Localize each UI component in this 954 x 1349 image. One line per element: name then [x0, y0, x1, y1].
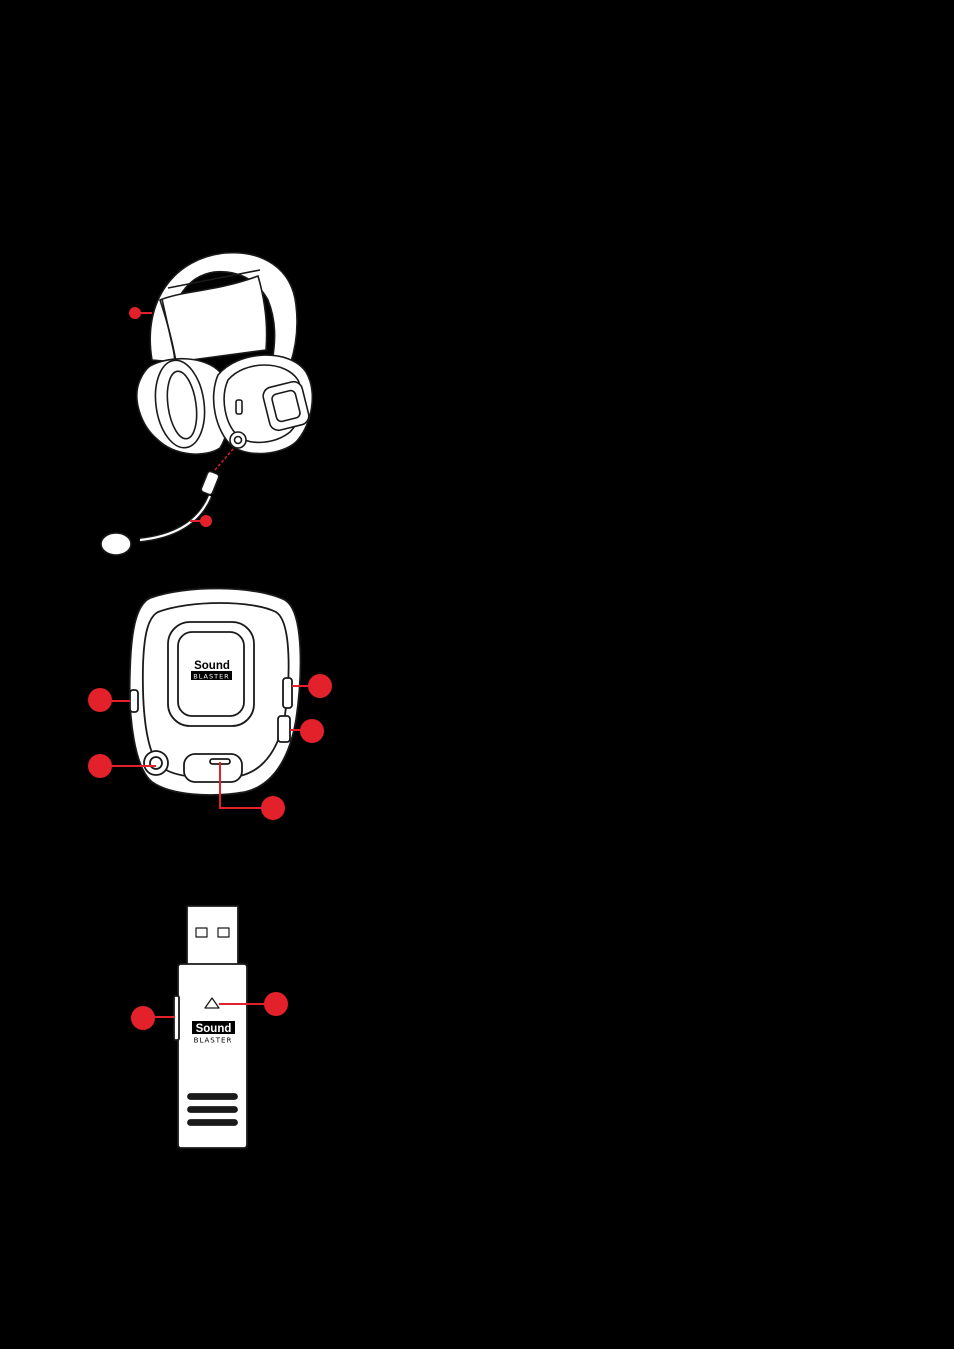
callout-usb-side-button — [131, 1006, 155, 1030]
usb-plug — [187, 906, 238, 966]
callout-boom-mic — [200, 515, 212, 527]
earcup-illustration — [130, 588, 301, 794]
earcup-sound-blaster-logo: Sound BLASTER — [191, 660, 232, 681]
callout-mic-jack — [88, 754, 112, 778]
earcup-volume-switch — [283, 678, 292, 708]
callout-usb-pairing-led — [264, 992, 288, 1016]
usb-logo-word: Sound — [196, 1023, 232, 1035]
usb-sound-blaster-logo: Sound BLASTER — [192, 1021, 235, 1045]
logo-word: Sound — [194, 660, 230, 672]
callout-power-button — [300, 719, 324, 743]
callout-volume-switch — [308, 674, 332, 698]
earcup-power-button — [278, 716, 290, 742]
usb-logo-sub: BLASTER — [194, 1037, 233, 1045]
callout-left-button — [88, 688, 112, 712]
callout-headband — [129, 307, 141, 319]
logo-sub: BLASTER — [193, 673, 229, 681]
boom-mic-tip — [101, 533, 131, 555]
callout-charging-port — [261, 796, 285, 820]
boom-mic-cable — [140, 496, 210, 540]
earcup-left-button — [130, 690, 138, 712]
headset-illustration — [101, 253, 312, 555]
